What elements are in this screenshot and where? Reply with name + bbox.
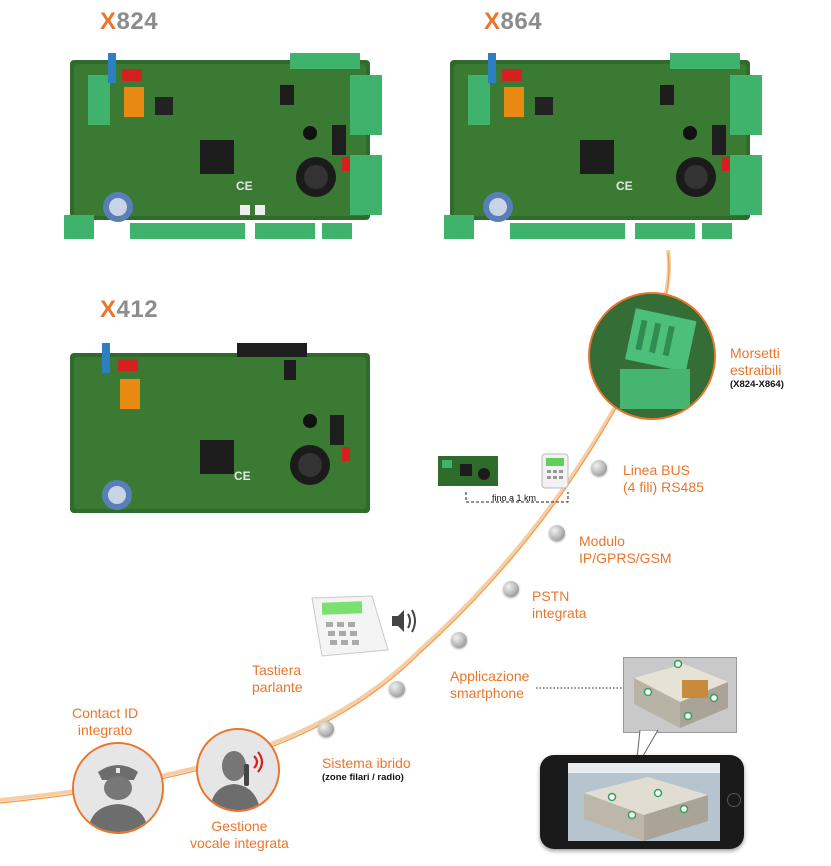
node-modulo xyxy=(549,525,565,541)
home-button xyxy=(727,793,741,807)
svg-text:CE: CE xyxy=(616,179,633,193)
mini-keypad-image xyxy=(541,453,569,489)
mini-board-image xyxy=(438,456,498,486)
terminal-zoom-image xyxy=(588,292,716,420)
node-tastiera xyxy=(389,681,405,697)
phone-call-icon xyxy=(196,728,280,812)
label-sistema: Sistema ibrido (zone filari / radio) xyxy=(322,755,411,783)
pcb-board-x412: CE xyxy=(70,343,370,513)
label-modulo: Modulo IP/GPRS/GSM xyxy=(579,533,672,566)
label-morsetti: Morsetti estraibili (X824-X864) xyxy=(730,345,784,390)
svg-text:CE: CE xyxy=(234,469,251,483)
node-bus xyxy=(591,460,607,476)
smartphone-image xyxy=(540,755,744,849)
smartphone-screen xyxy=(568,763,720,841)
model-title-x412: X412 xyxy=(100,296,159,323)
label-pstn: PSTN integrata xyxy=(532,588,587,621)
node-app xyxy=(451,632,467,648)
label-tastiera: Tastiera parlante xyxy=(252,662,303,695)
svg-text:CE: CE xyxy=(236,179,253,193)
model-title-x864: X864 xyxy=(484,8,543,35)
floorplan-preview-image xyxy=(623,657,737,733)
label-app: Applicazione smartphone xyxy=(450,668,530,701)
talking-keypad-image xyxy=(311,595,416,657)
node-pstn xyxy=(503,581,519,597)
model-title-x824: X824 xyxy=(100,8,159,35)
label-gestione: Gestione vocale integrata xyxy=(190,818,289,851)
node-sistema xyxy=(318,721,334,737)
pcb-board-x824: CE xyxy=(64,53,382,239)
pcb-board-x864: CE xyxy=(444,53,762,239)
security-guard-icon xyxy=(72,742,164,834)
distance-label: fino a 1 km xyxy=(492,493,537,503)
label-contact-id: Contact ID integrato xyxy=(72,705,139,738)
label-bus: Linea BUS (4 fili) RS485 xyxy=(623,462,704,495)
